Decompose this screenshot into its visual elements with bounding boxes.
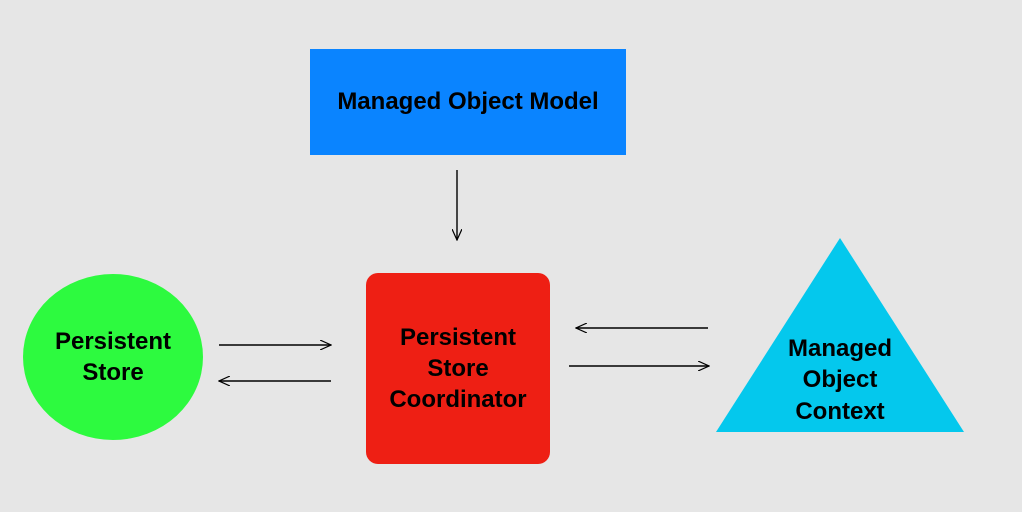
persistent-store-coordinator-box (366, 273, 550, 464)
persistent-store-circle (23, 274, 203, 440)
managed-object-model-box (310, 49, 626, 155)
persistent-store-coordinator-label: Persistent Store Coordinator (389, 323, 527, 414)
persistent-store-label: Persistent Store (54, 327, 172, 386)
managed-object-context-triangle (716, 238, 964, 432)
managed-object-context-label: Managed Object Context (787, 335, 892, 425)
managed-object-model-label: Managed Object Model (337, 88, 599, 116)
